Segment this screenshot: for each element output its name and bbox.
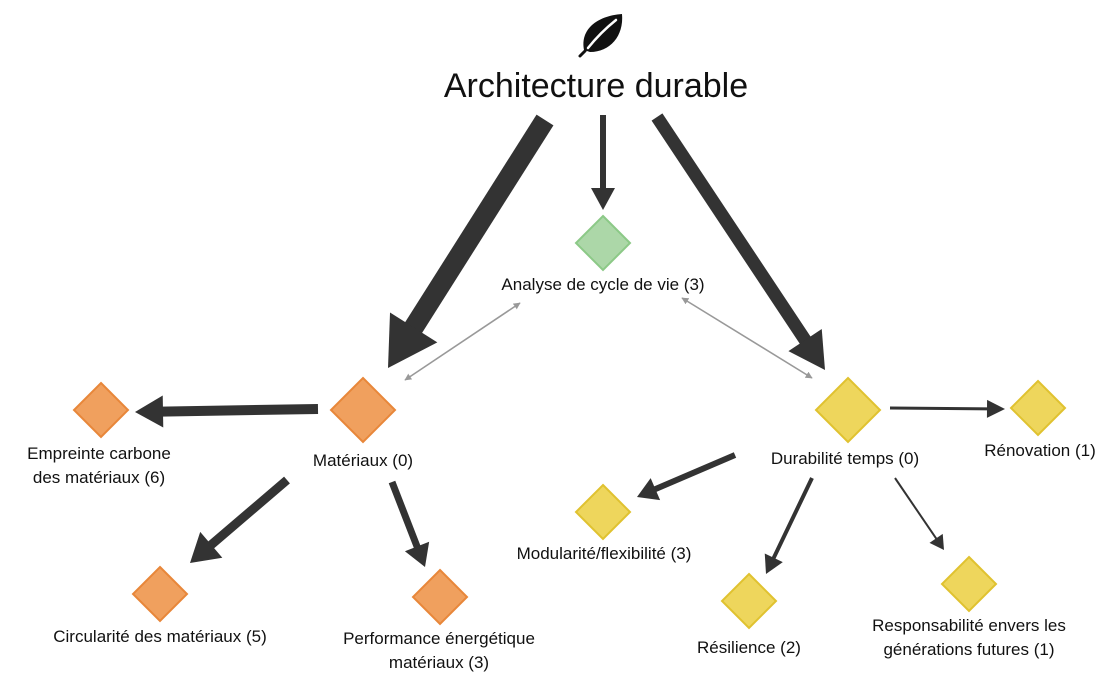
edge-title-to-analyse: [591, 115, 615, 210]
edge-line: [651, 113, 812, 346]
node-materiaux-diamond: [329, 376, 397, 444]
node-responsabilite-diamond: [940, 555, 998, 613]
nodes: [72, 214, 1067, 630]
arrow-head: [637, 478, 661, 501]
edge-materiaux-to-analyse: [404, 302, 521, 381]
arrow-head: [190, 531, 223, 563]
node-performance-diamond: [411, 568, 469, 626]
edge-materiaux-to-performance: [388, 480, 430, 567]
edge-line: [771, 477, 814, 561]
arrow-head: [135, 395, 164, 428]
node-resilience-diamond: [720, 572, 778, 630]
label-modularite: Modularité/flexibilité (3): [516, 544, 692, 563]
edge-title-to-materiaux: [388, 114, 554, 368]
edge-durabilite-to-resilience: [764, 477, 814, 574]
edge-line: [652, 452, 737, 493]
edge-line: [404, 114, 554, 335]
label-materiaux: Matériaux (0): [312, 451, 414, 470]
label-responsabilite-line1: Responsabilité envers les: [872, 616, 1066, 635]
arrow-head: [986, 399, 1005, 418]
label-analyse: Analyse de cycle de vie (3): [501, 275, 705, 294]
label-empreinte-line1: Empreinte carbone: [27, 444, 171, 463]
label-durabilite: Durabilité temps (0): [770, 449, 920, 468]
edge-line: [681, 297, 813, 379]
label-renovation: Rénovation (1): [984, 441, 1096, 460]
arrow-head: [929, 533, 944, 550]
edge-durabilite-to-modularite: [637, 452, 737, 501]
edge-line: [894, 477, 939, 541]
node-circularite-diamond: [131, 565, 189, 623]
label-responsabilite-line2: générations futures (1): [883, 640, 1055, 659]
edge-line: [404, 302, 521, 381]
edge-materiaux-to-circularite: [190, 476, 290, 563]
arrow-head: [591, 188, 615, 210]
edge-durabilite-to-renovation: [889, 399, 1005, 418]
diagram-title: Architecture durable: [443, 67, 749, 105]
node-empreinte-diamond: [72, 381, 130, 439]
label-empreinte-line2: des matériaux (6): [32, 468, 166, 487]
node-renovation-diamond: [1009, 379, 1067, 437]
edge-durabilite-to-responsabilite: [894, 477, 944, 550]
label-performance-line1: Performance énergétique: [343, 629, 535, 648]
edge-line: [889, 406, 990, 411]
node-analyse-diamond: [574, 214, 632, 272]
arrow-head: [764, 553, 783, 574]
edge-materiaux-to-empreinte: [135, 395, 319, 428]
edge-analyse-to-durabilite: [681, 297, 813, 379]
edges: [135, 113, 1005, 574]
label-performance-line2: matériaux (3): [388, 653, 490, 672]
edge-title-to-durabilite: [651, 113, 825, 370]
node-durabilite-diamond: [814, 376, 882, 444]
arrow-head: [404, 541, 430, 567]
node-modularite-diamond: [574, 483, 632, 541]
leaf-icon: [578, 14, 623, 58]
label-circularite: Circularité des matériaux (5): [53, 627, 267, 646]
edge-line: [206, 476, 290, 550]
label-resilience: Résilience (2): [697, 638, 801, 657]
edge-line: [160, 404, 319, 417]
edge-line: [388, 480, 422, 550]
